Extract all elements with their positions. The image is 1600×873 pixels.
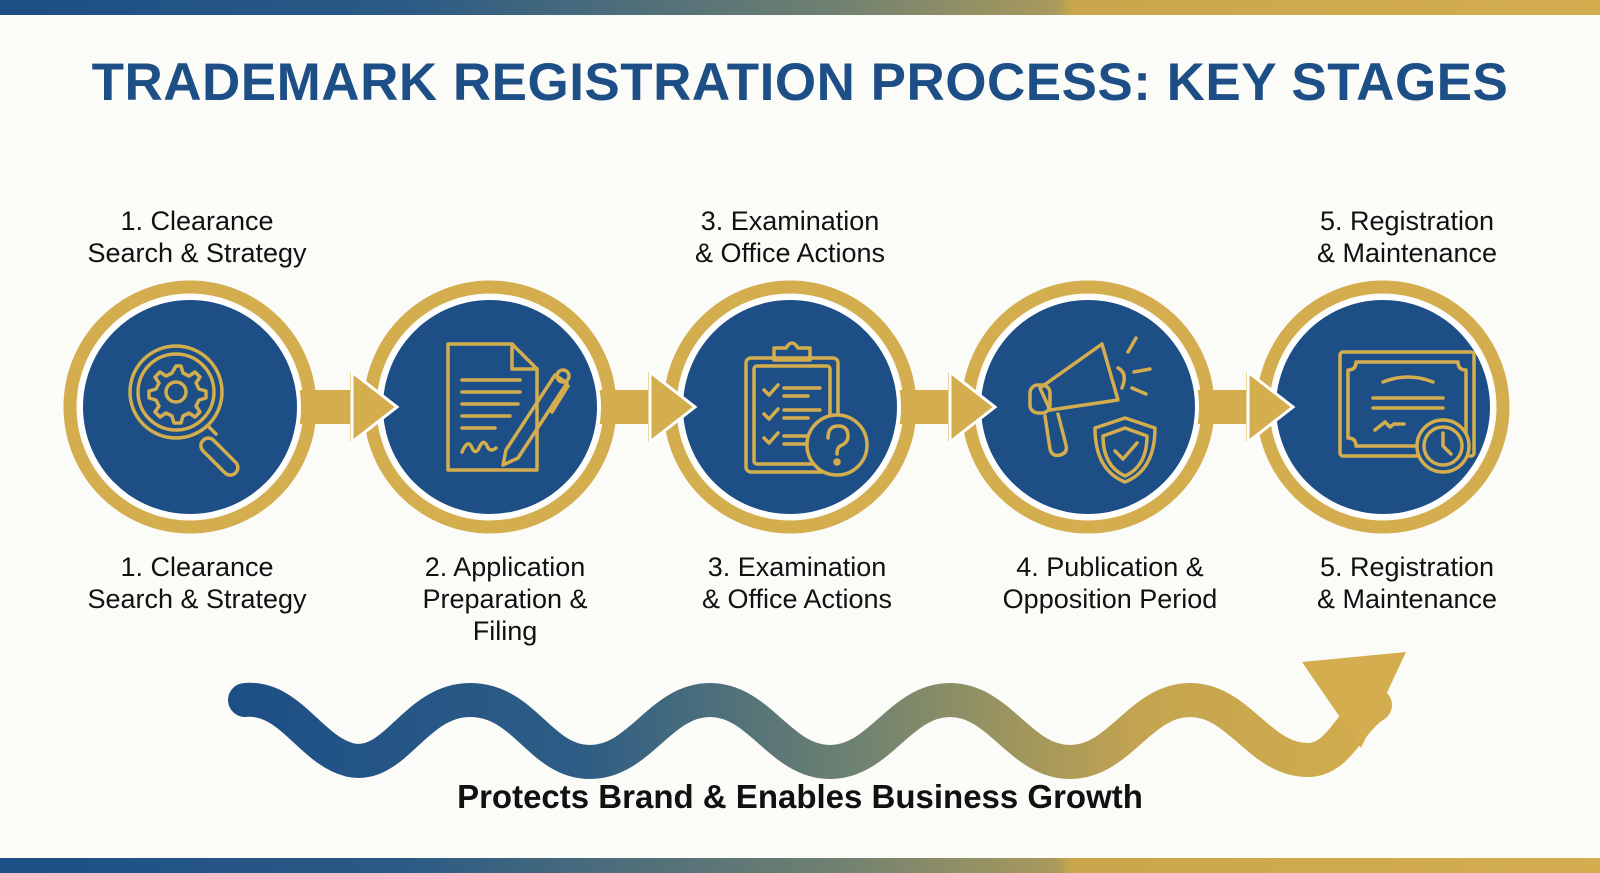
growth-wave-arrow — [228, 682, 1392, 780]
certificate-clock-icon — [1338, 350, 1476, 474]
label-line: Preparation & — [422, 584, 588, 614]
stage-circle-4 — [961, 280, 1215, 534]
label-line: Opposition Period — [1002, 584, 1218, 614]
stage-label-1: 1. Clearance Search & Strategy — [57, 551, 337, 615]
bottom-gradient-band — [0, 858, 1600, 873]
label-line: & Maintenance — [1316, 584, 1498, 614]
magnifier-gear-icon — [128, 344, 240, 477]
stage-label-5: 5. Registration & Maintenance — [1267, 551, 1547, 615]
stage-circle-1 — [63, 280, 317, 534]
stage-label-4: 4. Publication & Opposition Period — [970, 551, 1250, 615]
label-line: 5. Registration — [1319, 206, 1495, 236]
label-line: 2. Application — [424, 552, 586, 582]
page-title: TRADEMARK REGISTRATION PROCESS: KEY STAG… — [91, 53, 1509, 112]
label-line: Filing — [472, 616, 538, 646]
top-label-stage-5: 5. Registration & Maintenance — [1267, 205, 1547, 269]
label-line: 3. Examination — [700, 206, 880, 236]
label-line: 3. Examination — [707, 552, 887, 582]
label-line: & Office Actions — [701, 584, 893, 614]
top-label-stage-3: 3. Examination & Office Actions — [650, 205, 930, 269]
stage-circle-2 — [363, 280, 617, 534]
document-pen-icon — [446, 342, 571, 472]
megaphone-shield-icon — [1028, 336, 1157, 484]
top-label-stage-1: 1. Clearance Search & Strategy — [57, 205, 337, 269]
label-line: & Office Actions — [694, 238, 886, 268]
label-line: 1. Clearance — [120, 206, 274, 236]
label-line: Search & Strategy — [87, 238, 307, 268]
tagline: Protects Brand & Enables Business Growth — [457, 778, 1143, 815]
label-line: 1. Clearance — [120, 552, 274, 582]
stage-circle-3 — [663, 280, 917, 534]
label-line: Search & Strategy — [87, 584, 307, 614]
label-line: 4. Publication & — [1016, 552, 1204, 582]
label-line: 5. Registration — [1319, 552, 1495, 582]
stage-label-3: 3. Examination & Office Actions — [657, 551, 937, 615]
label-line: & Maintenance — [1316, 238, 1498, 268]
growth-arrow-head-icon — [1302, 652, 1406, 748]
top-gradient-band — [0, 0, 1600, 15]
stage-label-2: 2. Application Preparation & Filing — [365, 551, 645, 647]
clipboard-question-icon — [744, 341, 869, 477]
